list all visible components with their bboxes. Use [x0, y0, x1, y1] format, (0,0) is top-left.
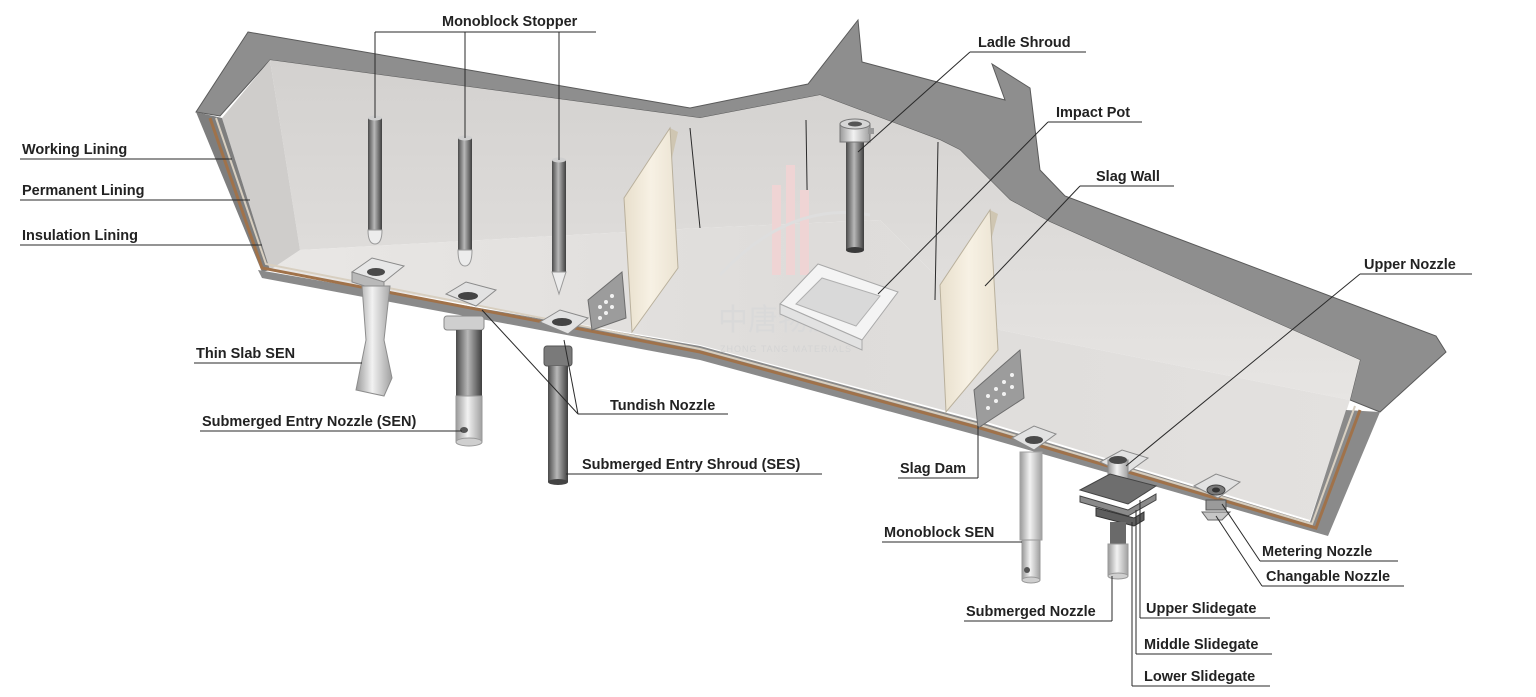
label-tundish-nozzle: Tundish Nozzle — [610, 398, 715, 414]
tundish-back-wall — [270, 60, 1360, 400]
submerged-entry-nozzle — [443, 281, 498, 447]
watermark-english: ZHONG TANG MATERIALS — [720, 344, 852, 354]
label-insulation-lining: Insulation Lining — [22, 228, 138, 244]
label-monoblock-stopper: Monoblock Stopper — [442, 14, 578, 30]
slag-dam-left — [587, 271, 627, 331]
permanent-lining-band — [215, 117, 1356, 526]
slag-wall-left — [623, 126, 679, 334]
monoblock-stopper-1 — [367, 115, 383, 245]
tundish-floor — [270, 220, 1350, 520]
monoblock-stopper-3 — [551, 157, 567, 296]
label-upper-nozzle: Upper Nozzle — [1364, 257, 1456, 273]
watermark-logo-bar-2 — [786, 165, 795, 275]
label-changable-nozzle: Changable Nozzle — [1266, 569, 1390, 585]
ladle-shroud — [839, 118, 874, 253]
label-impact-pot: Impact Pot — [1056, 105, 1130, 121]
monoblock-stopper-2 — [457, 135, 473, 267]
insulation-lining-band — [208, 117, 1362, 530]
rear-wall-crease — [689, 127, 701, 229]
upper-slidegate-plate — [1078, 473, 1158, 505]
label-thin-slab-sen: Thin Slab SEN — [196, 346, 295, 362]
tundish-left-wall — [222, 60, 300, 270]
tundish-left-shell — [196, 112, 270, 272]
leader-lines — [20, 31, 1472, 687]
label-submerged-nozzle: Submerged Nozzle — [966, 604, 1096, 620]
slag-wall — [939, 208, 999, 414]
tundish-body — [195, 18, 1447, 536]
labels: Monoblock Stopper Ladle Shroud Impact Po… — [22, 14, 1456, 685]
label-permanent-lining: Permanent Lining — [22, 183, 144, 199]
rear-wall-crease-3 — [934, 141, 939, 301]
tundish-front-shell — [258, 270, 1380, 536]
label-upper-slidegate: Upper Slidegate — [1146, 601, 1256, 617]
label-slag-dam: Slag Dam — [900, 461, 966, 477]
slidegate-assembly — [1078, 449, 1158, 580]
label-working-lining: Working Lining — [22, 142, 127, 158]
label-middle-slidegate: Middle Slidegate — [1144, 637, 1258, 653]
thin-slab-sen — [350, 257, 406, 397]
label-slag-wall: Slag Wall — [1096, 169, 1160, 185]
label-metering-nozzle: Metering Nozzle — [1262, 544, 1372, 560]
metering-nozzle-assembly — [1192, 473, 1242, 521]
monoblock-sen — [1010, 425, 1058, 584]
impact-pot — [779, 263, 899, 351]
label-ladle-shroud: Ladle Shroud — [978, 35, 1071, 51]
lower-slidegate-plate — [1095, 507, 1145, 527]
label-sen: Submerged Entry Nozzle (SEN) — [202, 414, 416, 430]
submerged-entry-shroud — [538, 309, 590, 485]
watermark-logo-bar-3 — [800, 190, 809, 275]
label-monoblock-sen: Monoblock SEN — [884, 525, 994, 541]
slag-dam — [973, 348, 1025, 429]
middle-slidegate-plate — [1079, 493, 1157, 517]
label-lower-slidegate: Lower Slidegate — [1144, 669, 1255, 685]
label-ses: Submerged Entry Shroud (SES) — [582, 457, 800, 473]
